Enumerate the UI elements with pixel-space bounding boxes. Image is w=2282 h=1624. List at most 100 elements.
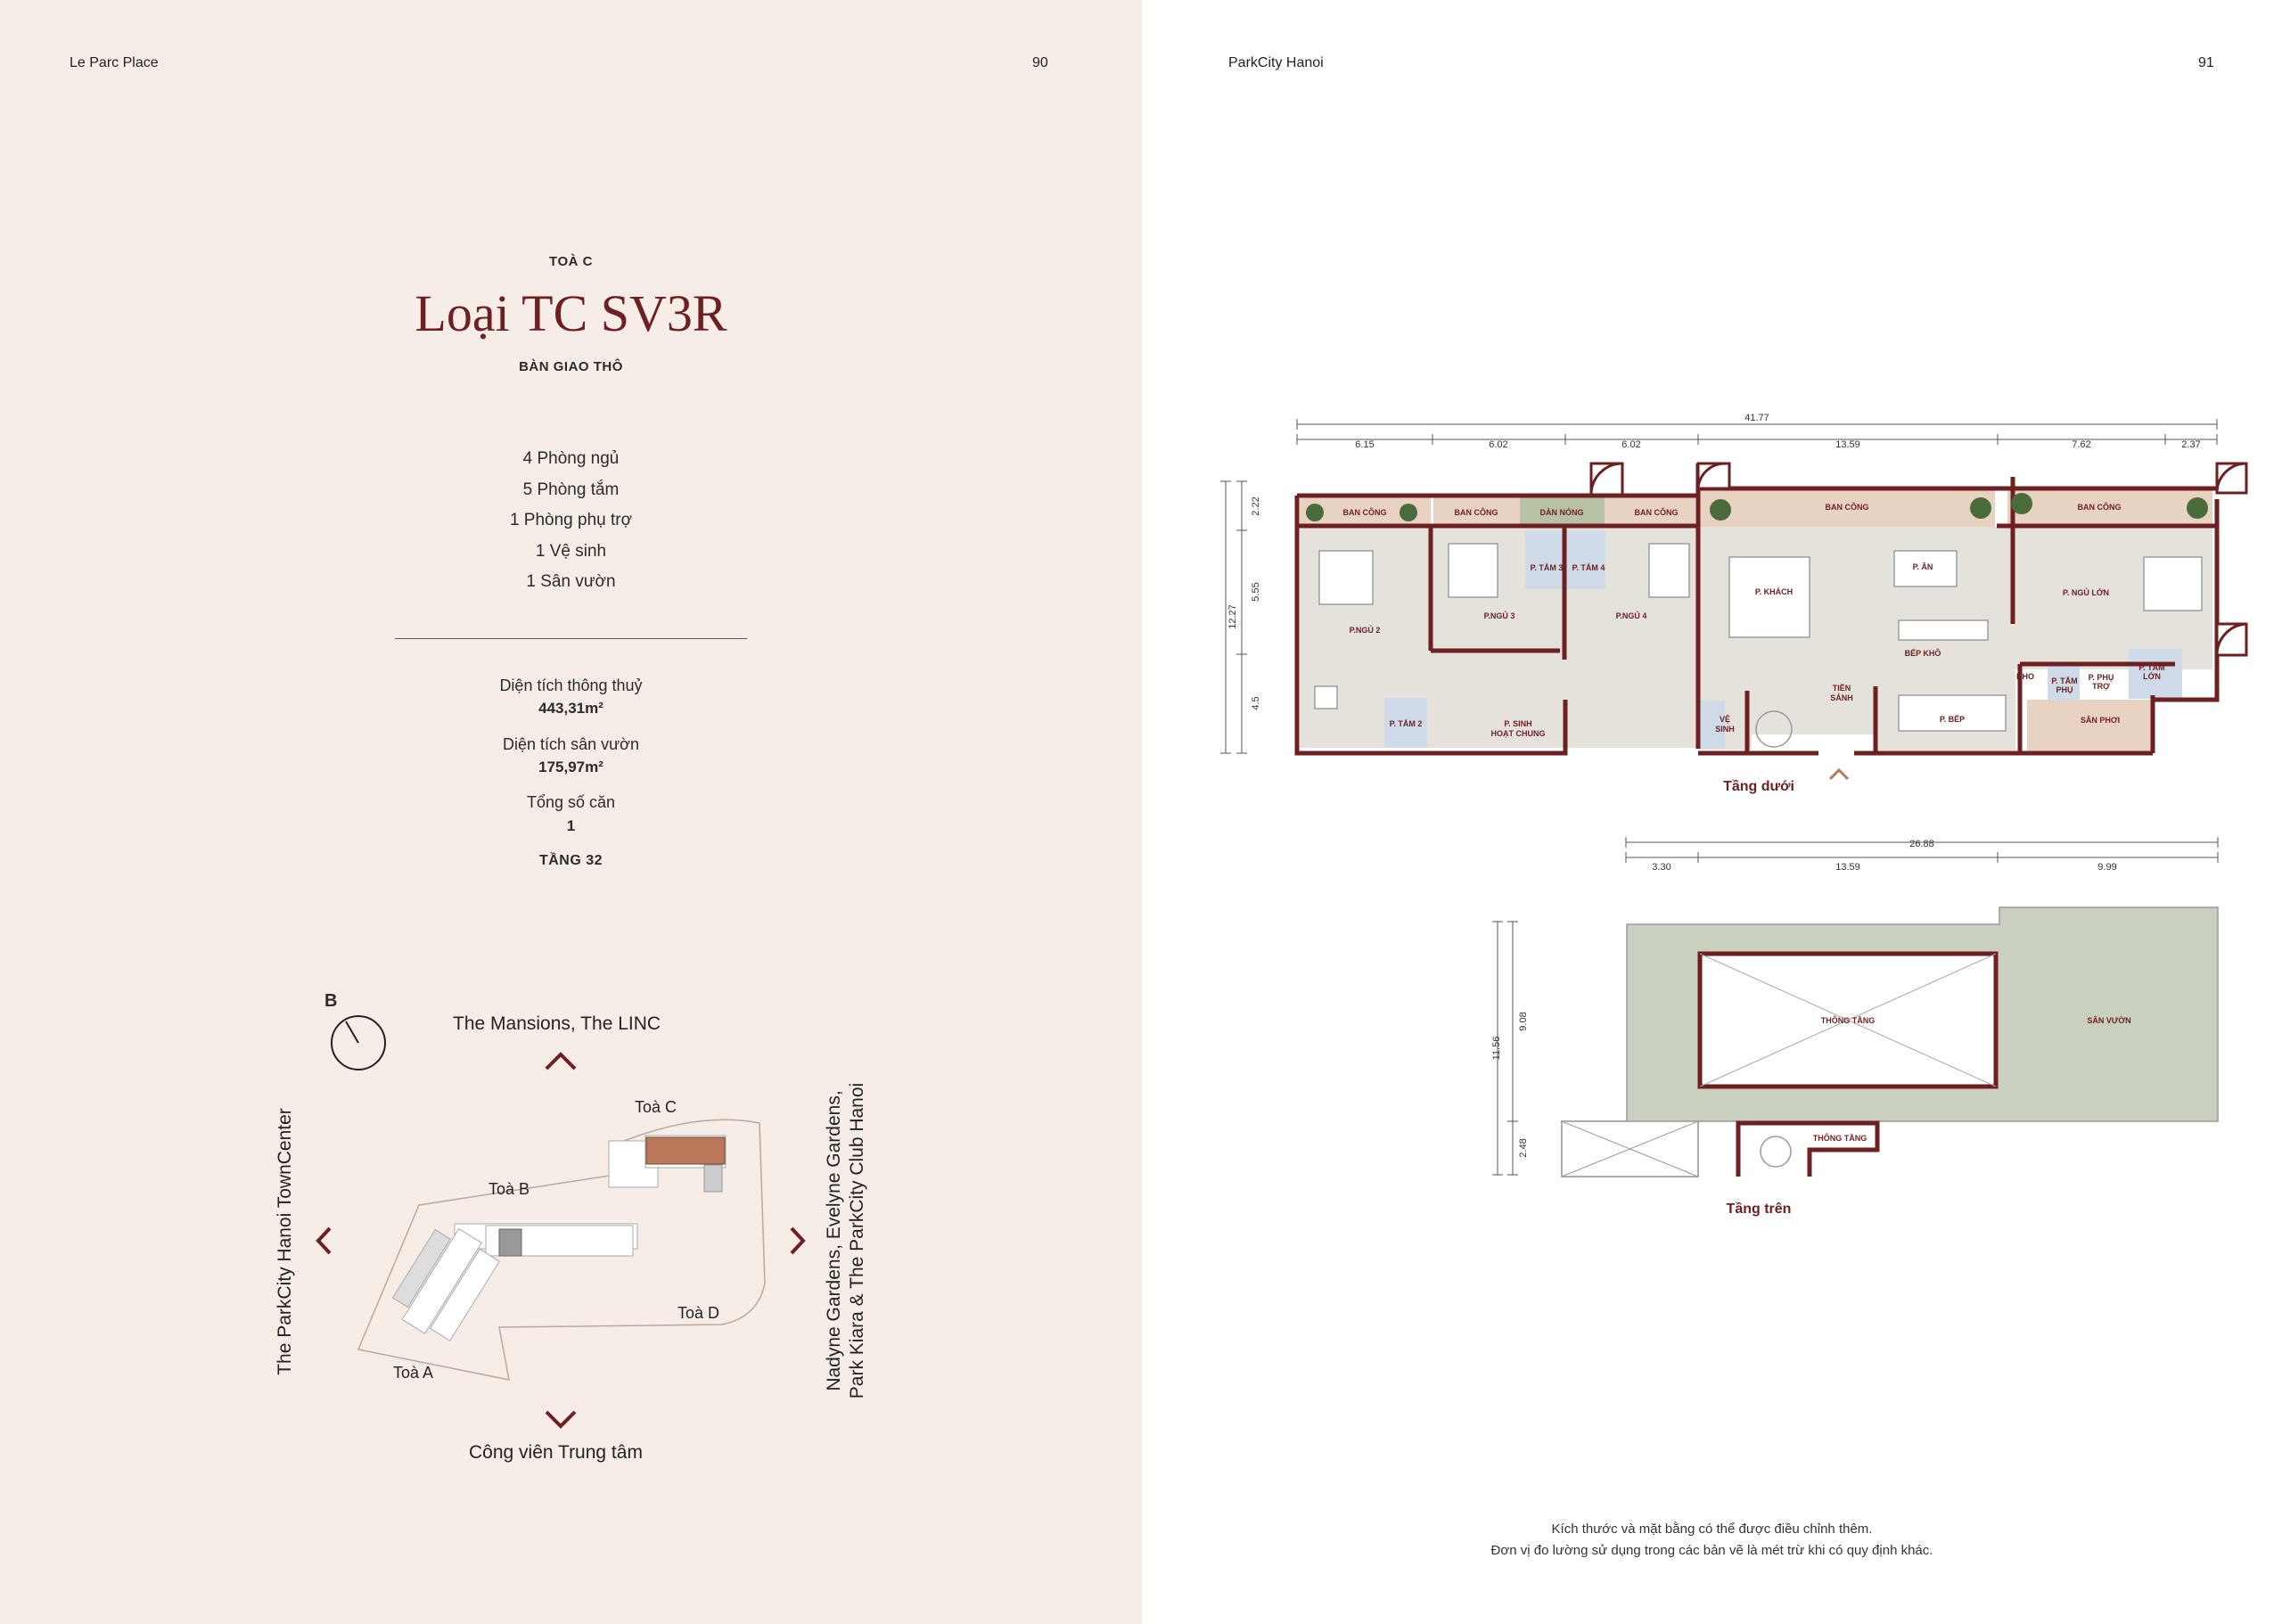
dim-seg: 9.99 bbox=[2097, 862, 2116, 873]
unit-title: Loại TC SV3R bbox=[415, 284, 727, 342]
site-map-graphic bbox=[316, 1015, 806, 1429]
room-label: P. TẮM bbox=[2138, 663, 2164, 672]
room-label: P. ĂN bbox=[1913, 562, 1933, 571]
lower-floor-caption: Tầng dưới bbox=[1723, 779, 1794, 794]
tower-label: TOÀ C bbox=[549, 254, 593, 269]
bath bbox=[1700, 701, 1725, 749]
compass-icon bbox=[331, 1015, 386, 1070]
room-label: PHỤ bbox=[2056, 685, 2073, 694]
dim-seg: 6.02 bbox=[1489, 439, 1507, 450]
room-label: P.NGỦ 4 bbox=[1616, 611, 1647, 620]
dim-total-upper: 26.88 bbox=[1909, 839, 1934, 849]
entry-arrow-icon bbox=[1828, 767, 1850, 781]
dim-seg: 7.62 bbox=[2072, 439, 2090, 450]
bath bbox=[2048, 665, 2080, 701]
room-label: BAN CÔNG bbox=[1635, 507, 1679, 517]
room-label: P. TẮM bbox=[2051, 677, 2077, 685]
room-label: SINH bbox=[1715, 725, 1735, 734]
compass-letter: B bbox=[324, 991, 338, 1011]
dim-side-seg: 5.55 bbox=[1251, 582, 1261, 601]
balcony bbox=[1605, 496, 1695, 527]
floor-label: TẦNG 32 bbox=[538, 853, 603, 868]
chevron-right-icon bbox=[790, 1226, 806, 1255]
site-boundary bbox=[357, 1119, 766, 1381]
dim-seg: 6.02 bbox=[1621, 439, 1640, 450]
room-label: BAN CÔNG bbox=[1826, 502, 1869, 512]
dim-seg: 3.30 bbox=[1652, 862, 1670, 873]
feature-item: 1 Sân vườn bbox=[526, 572, 616, 591]
chevron-down-icon bbox=[545, 1410, 577, 1429]
dim-side-seg: 2.48 bbox=[1518, 1138, 1529, 1157]
feature-item: 4 Phòng ngủ bbox=[522, 449, 620, 468]
balcony bbox=[1433, 496, 1520, 527]
dim-side-seg: 2.22 bbox=[1251, 496, 1261, 515]
stair-void bbox=[1736, 1120, 1880, 1177]
feature-list: 4 Phòng ngủ 5 Phòng tắm 1 Phòng phụ trợ … bbox=[0, 444, 1142, 598]
room-label: P. KHÁCH bbox=[1755, 587, 1793, 596]
handover-type: BÀN GIAO THÔ bbox=[519, 359, 623, 374]
room-label: P. TẮM 2 bbox=[1390, 719, 1423, 728]
footnote: Đơn vị đo lường sử dụng trong các bản vẽ… bbox=[1490, 1543, 1933, 1558]
bath bbox=[1384, 698, 1427, 748]
map-north-label: The Mansions, The LINC bbox=[453, 1013, 661, 1034]
left-page: Le Parc Place 90 TOÀ C Loại TC SV3R BÀN … bbox=[0, 0, 1142, 1624]
room-label: TRỢ bbox=[2092, 682, 2110, 691]
stat-label: Diện tích thông thuỷ bbox=[499, 677, 643, 694]
room-label: TIỀN bbox=[1833, 684, 1851, 693]
room-label: THÔNG TẦNG bbox=[1821, 1015, 1876, 1025]
tower-d-label: Toà D bbox=[677, 1304, 720, 1322]
dim-side-total: 11.56 bbox=[1491, 1037, 1502, 1061]
dim-side-seg: 9.08 bbox=[1518, 1012, 1529, 1030]
stat-value: 175,97m² bbox=[538, 759, 603, 775]
room-label: P. SINH bbox=[1504, 719, 1531, 728]
room-label: P.NGỦ 3 bbox=[1484, 611, 1515, 620]
feature-item: 1 Vệ sinh bbox=[535, 541, 607, 561]
tower-a-label: Toà A bbox=[393, 1364, 434, 1382]
room-label: P. NGỦ LỚN bbox=[2063, 587, 2109, 597]
stat-label: Tổng số căn bbox=[526, 793, 616, 811]
feature-item: 5 Phòng tắm bbox=[522, 480, 620, 499]
dim-total-lower: 41.77 bbox=[1744, 413, 1769, 423]
dim-seg: 2.37 bbox=[2181, 439, 2200, 450]
right-page: ParkCity Hanoi 91 bbox=[1142, 0, 2282, 1624]
room-label: P. BẾP bbox=[1940, 715, 1965, 724]
tower-b-label: Toà B bbox=[488, 1180, 530, 1198]
room-label: P.NGỦ 2 bbox=[1350, 625, 1381, 635]
room-label: BAN CÔNG bbox=[2078, 502, 2122, 512]
room-label: SÂN VƯỜN bbox=[2087, 1015, 2130, 1025]
right-page-number: 91 bbox=[2198, 55, 2214, 70]
room-label: SẢNH bbox=[1830, 693, 1853, 702]
room-label: LỚN bbox=[2143, 671, 2161, 681]
balcony bbox=[1698, 489, 1995, 527]
footnote: Kích thước và mặt bằng có thể được điều … bbox=[1551, 1521, 1873, 1537]
walls bbox=[1294, 463, 2220, 756]
room-label: DÀN NÓNG bbox=[1540, 507, 1584, 517]
room-label: HOẠT CHUNG bbox=[1491, 729, 1546, 738]
stat-value: 1 bbox=[566, 817, 576, 834]
stat-label: Diện tích sân vườn bbox=[503, 735, 639, 753]
tower-c-label: Toà C bbox=[635, 1098, 677, 1116]
room-label: P. TẮM 3 bbox=[1531, 563, 1564, 572]
dim-side-total: 12.27 bbox=[1227, 604, 1238, 629]
tower-c-highlight bbox=[645, 1136, 726, 1165]
room-label: SÂN PHƠI bbox=[2081, 715, 2120, 725]
dim-side-seg: 4.5 bbox=[1251, 696, 1261, 709]
feature-item: 1 Phòng phụ trợ bbox=[509, 511, 633, 529]
balcony bbox=[2007, 489, 2212, 527]
room-label: THÔNG TẦNG bbox=[1813, 1133, 1867, 1143]
left-header-title: Le Parc Place bbox=[70, 55, 159, 70]
room-label: P. TẮM 4 bbox=[1572, 563, 1605, 572]
stat-value: 443,31m² bbox=[538, 700, 603, 717]
room-label: KHO bbox=[2016, 672, 2034, 681]
map-south-label: Công viên Trung tâm bbox=[469, 1442, 643, 1463]
dim-seg: 6.15 bbox=[1355, 439, 1374, 450]
right-header-title: ParkCity Hanoi bbox=[1228, 55, 1324, 70]
room-label: BAN CÔNG bbox=[1455, 507, 1498, 517]
room-label: BAN CÔNG bbox=[1343, 507, 1387, 517]
room-label: BẾP KHÔ bbox=[1905, 648, 1941, 658]
chevron-up-icon bbox=[545, 1052, 577, 1070]
upper-floor-caption: Tầng trên bbox=[1727, 1202, 1792, 1217]
condenser-area bbox=[1520, 496, 1605, 527]
dim-seg: 13.59 bbox=[1835, 439, 1860, 450]
